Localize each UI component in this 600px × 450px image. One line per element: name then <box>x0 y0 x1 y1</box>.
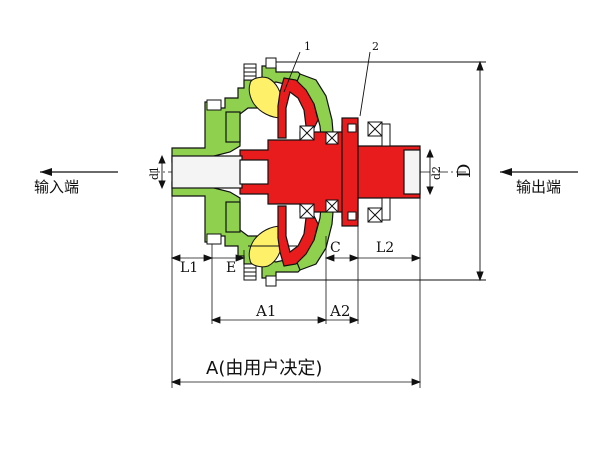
A2-label: A2 <box>329 302 350 320</box>
output-coupling-bolts <box>347 123 391 221</box>
part-label-2: 2 <box>372 40 379 53</box>
red-output-rotor <box>239 77 421 267</box>
E-label: E <box>226 260 236 276</box>
d2-dimension <box>426 148 434 196</box>
leader-lines <box>283 51 371 117</box>
row3-dimension-lines <box>170 378 422 386</box>
d1-label: d1 <box>148 166 161 180</box>
part-label-1: 1 <box>304 40 311 53</box>
input-end-label: 输入端 <box>34 178 79 196</box>
input-shaft <box>171 155 269 189</box>
d1-dimension <box>158 154 166 190</box>
d2-label: d2 <box>430 166 443 180</box>
D-label: D <box>454 164 475 178</box>
output-end-label: 输出端 <box>516 178 561 196</box>
oil-chamber-top <box>248 76 283 119</box>
row1-dimension-lines <box>170 250 422 266</box>
L1-label: L1 <box>180 260 198 276</box>
housing-bolts <box>206 57 277 287</box>
row2-dimension-lines <box>210 316 360 324</box>
C-label: C <box>330 240 341 256</box>
A1-label: A1 <box>255 302 276 320</box>
input-arrow <box>40 168 118 176</box>
output-shaft <box>403 149 421 195</box>
extension-lines <box>171 196 421 388</box>
L2-label: L2 <box>376 240 394 256</box>
D-dimension <box>276 60 486 282</box>
A-total-label: A(由用户决定) <box>206 358 322 379</box>
output-arrow <box>500 168 578 176</box>
